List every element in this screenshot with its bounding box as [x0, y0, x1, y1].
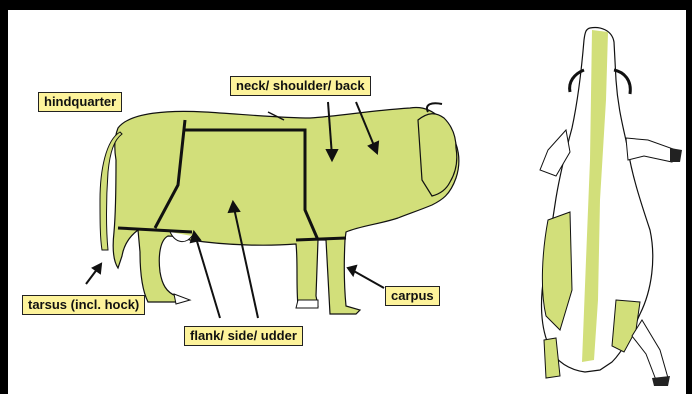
ventral-patch-right [612, 300, 640, 352]
label-flank: flank/ side/ udder [184, 326, 303, 346]
label-hindquarter: hindquarter [38, 92, 122, 112]
hoof-front [296, 300, 318, 308]
ventral-hind-leg-right [632, 320, 668, 380]
carpus-line [296, 238, 346, 240]
label-carpus: carpus [385, 286, 440, 306]
ventral-hoof-front-right [670, 148, 682, 162]
hoof-hind [174, 294, 190, 304]
arrow-carpus [352, 270, 384, 288]
label-neck-shoulder-back: neck/ shoulder/ back [230, 76, 371, 96]
label-tarsus: tarsus (incl. hock) [22, 295, 145, 315]
cow-ventral-view [540, 28, 682, 386]
cow-side-view [100, 103, 459, 314]
arrow-carpus-head [348, 266, 356, 275]
ventral-front-leg-right [626, 138, 676, 162]
arrow-flank-2 [196, 238, 220, 318]
